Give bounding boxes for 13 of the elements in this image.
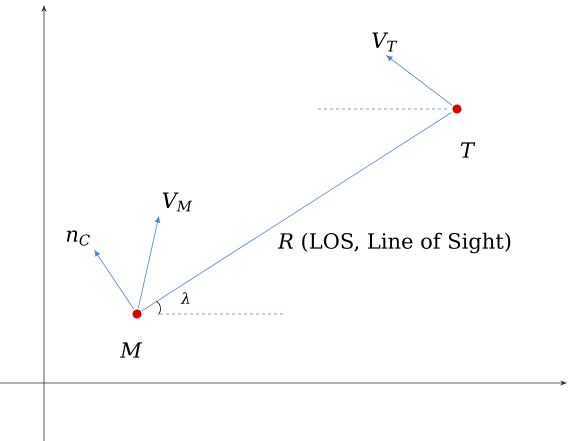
- arrow: [386, 55, 453, 106]
- point-marker: [452, 104, 462, 114]
- vector-label: V$_{T}$: [372, 32, 398, 52]
- point-marker: [132, 310, 142, 318]
- line-of-sight: [141, 112, 452, 312]
- vector-label: V$_{M}$: [162, 192, 192, 212]
- point-label: M: [120, 342, 142, 358]
- angle-label: λ: [180, 292, 190, 304]
- vector-label: n$_{C}$: [66, 230, 90, 246]
- point-label: T: [460, 142, 476, 158]
- arrow: [94, 250, 134, 310]
- edge-label: R (LOS, Line of Sight): [277, 232, 513, 254]
- arrow: [138, 216, 160, 309]
